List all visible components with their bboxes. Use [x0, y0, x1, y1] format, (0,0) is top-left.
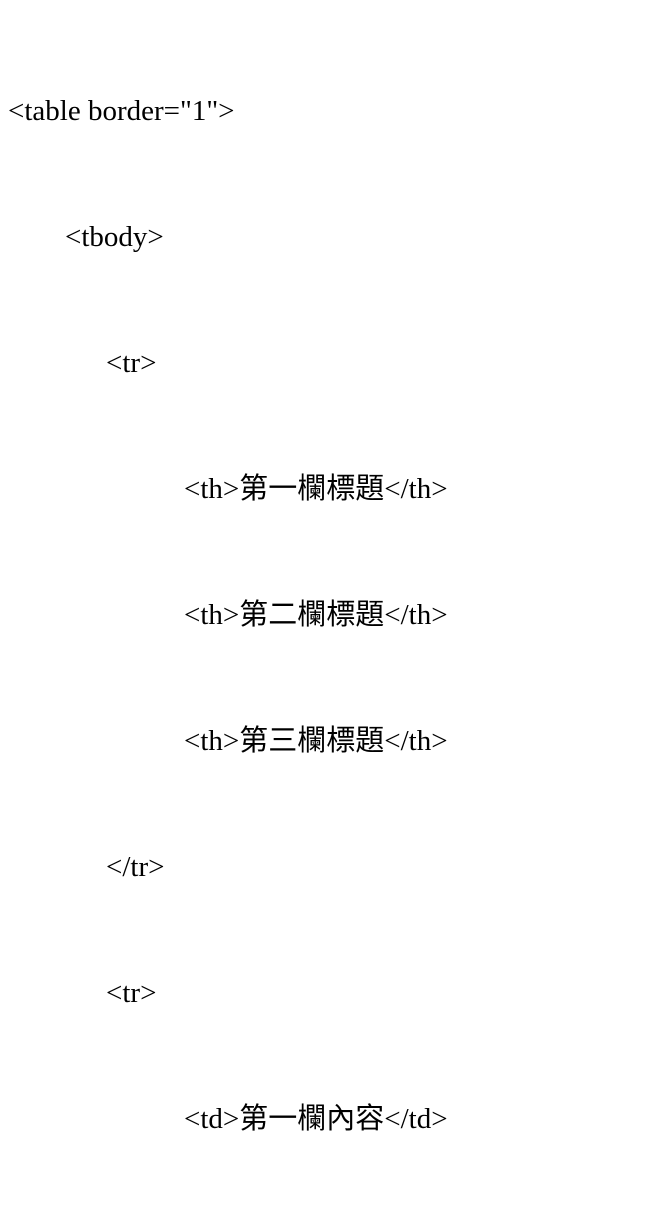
code-line: <td>第一欄內容</td>: [184, 1103, 448, 1135]
code-line: <tr>: [106, 347, 157, 379]
code-line: </tr>: [106, 851, 165, 883]
code-line: <th>第二欄標題</th>: [184, 599, 448, 631]
code-line: <tr>: [106, 977, 157, 1009]
code-line: <th>第一欄標題</th>: [184, 473, 448, 505]
code-line: <table border="1">: [8, 95, 235, 127]
code-line: <tbody>: [65, 221, 164, 253]
code-block: <table border="1"> <tbody> <tr> <th>第一欄標…: [8, 95, 448, 1135]
code-line: <th>第三欄標題</th>: [184, 725, 448, 757]
